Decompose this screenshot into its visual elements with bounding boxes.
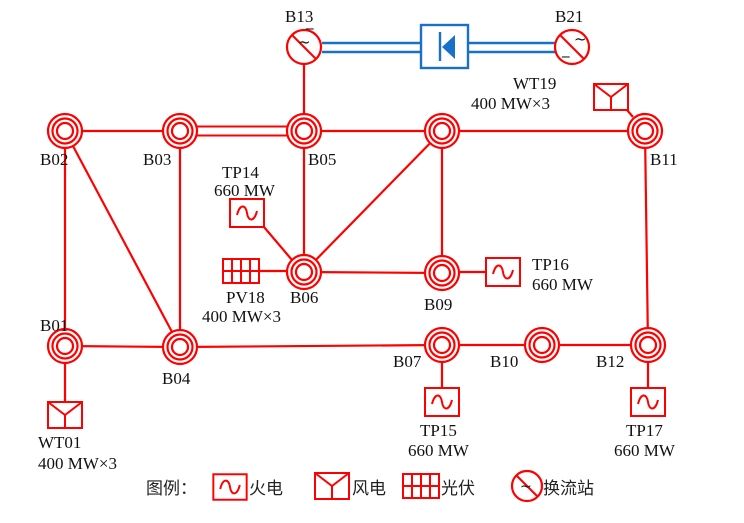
generator-TP15[interactable]: TP15 660 MW: [408, 387, 470, 460]
generator-TP16[interactable]: TP16 660 MW: [485, 255, 594, 294]
line-B06-B09[interactable]: [303, 270, 443, 275]
generator-links: [63, 109, 650, 402]
bus-node-icon: [626, 112, 664, 150]
bus-label: B07: [393, 352, 422, 371]
bus-node-icon: [46, 112, 84, 150]
svg-text:‾: ‾: [305, 26, 314, 44]
bus-node-icon: [423, 326, 461, 364]
bus-node-icon: [423, 254, 461, 292]
bus-label: B02: [40, 150, 68, 169]
bus-B09[interactable]: B09: [423, 254, 461, 314]
converter-B21[interactable]: ~ _ B21: [553, 7, 591, 66]
bus-label: B09: [424, 295, 452, 314]
generator-TP17[interactable]: TP17 660 MW: [614, 387, 676, 460]
converter-label: B13: [285, 7, 313, 26]
diode-valve-icon[interactable]: [419, 23, 470, 70]
bus-node-icon: [285, 112, 323, 150]
bus-label: B04: [162, 369, 191, 388]
svg-text:~: ~: [520, 479, 532, 495]
bus-B10[interactable]: B10: [490, 326, 561, 371]
generator-PV18[interactable]: PV18 400 MW×3: [202, 258, 281, 326]
bus-B01[interactable]: B01: [40, 316, 84, 365]
svg-text:~: ~: [298, 33, 311, 51]
thermal-generator-icon: [229, 198, 265, 228]
generator-name: TP16: [532, 255, 569, 274]
bus-label: B06: [290, 288, 318, 307]
legend: 图例： 火电 风电 光伏 ~ 换流站: [146, 469, 594, 503]
generator-name: TP14: [222, 163, 259, 182]
generator-capacity: 660 MW: [614, 441, 676, 460]
bus-node-icon: [161, 328, 199, 366]
bus-B07[interactable]: B07: [393, 326, 461, 371]
bus-label: B05: [308, 150, 336, 169]
thermal-generator-icon: [485, 257, 521, 287]
bus-label: B10: [490, 352, 518, 371]
bus-label: B01: [40, 316, 68, 335]
bus-node-icon: [423, 112, 461, 150]
legend-item-converter: ~ 换流站: [510, 469, 594, 503]
converter-station-icon: ~: [510, 469, 544, 503]
line-B01-B04[interactable]: [64, 344, 181, 349]
thermal-generator-icon: [630, 387, 666, 417]
wind-generator-icon: [314, 472, 350, 500]
generator-name: TP17: [626, 421, 663, 440]
generator-capacity: 660 MW: [408, 441, 470, 460]
legend-label: 光伏: [441, 479, 475, 499]
legend-item-thermal: 火电: [212, 473, 283, 501]
legend-label: 换流站: [543, 479, 594, 499]
svg-text:~: ~: [574, 30, 587, 48]
line-B04-B07[interactable]: [179, 343, 443, 349]
line-B02-B04[interactable]: [64, 130, 181, 348]
legend-item-wind: 风电: [314, 472, 386, 500]
wind-generator-icon: [593, 83, 629, 111]
solar-pv-icon: [222, 258, 260, 284]
line-B11-B12[interactable]: [643, 130, 650, 346]
generator-capacity: 400 MW×3: [38, 454, 117, 473]
bus-label: B12: [596, 352, 624, 371]
bus-node-icon: [629, 326, 667, 364]
legend-label: 火电: [249, 479, 283, 499]
thermal-generator-icon: [212, 473, 248, 501]
generator-capacity: 660 MW: [214, 181, 276, 200]
bus-label: B11: [650, 150, 678, 169]
generator-capacity: 400 MW×3: [471, 94, 550, 113]
bus-B08[interactable]: [423, 112, 461, 150]
bus-label: B03: [143, 150, 171, 169]
legend-label: 风电: [352, 479, 386, 499]
svg-text:_: _: [561, 40, 570, 59]
bus-B03[interactable]: B03: [143, 112, 199, 169]
line-B08-B06[interactable]: [303, 130, 443, 273]
generator-name: TP15: [420, 421, 457, 440]
bus-node-icon: [523, 326, 561, 364]
wind-generator-icon: [47, 401, 83, 429]
hvdc-link: [322, 23, 555, 70]
bus-node-icon: [285, 253, 323, 291]
bus-B02[interactable]: B02: [40, 112, 84, 169]
generator-capacity: 660 MW: [532, 275, 594, 294]
legend-item-solar: 光伏: [402, 473, 475, 499]
bus-B11[interactable]: B11: [626, 112, 678, 169]
solar-pv-icon: [402, 473, 440, 499]
bus-B06[interactable]: B06: [285, 253, 323, 307]
legend-title: 图例：: [146, 479, 197, 499]
bus-B12[interactable]: B12: [596, 326, 667, 371]
converter-B13[interactable]: ~ ‾ B13: [285, 7, 323, 66]
bus-node-icon: [161, 112, 199, 150]
generator-WT01[interactable]: WT01 400 MW×3: [38, 401, 117, 473]
generator-name: PV18: [226, 288, 265, 307]
generator-capacity: 400 MW×3: [202, 307, 281, 326]
converter-label: B21: [555, 7, 583, 26]
generator-TP14[interactable]: TP14 660 MW: [214, 163, 276, 228]
generator-WT19[interactable]: WT19 400 MW×3: [471, 74, 629, 113]
generator-name: WT01: [38, 433, 81, 452]
bus-B05[interactable]: B05: [285, 112, 336, 169]
generator-name: WT19: [513, 74, 556, 93]
bus-B04[interactable]: B04: [161, 328, 199, 388]
thermal-generator-icon: [424, 387, 460, 417]
transmission-lines: [63, 47, 650, 349]
